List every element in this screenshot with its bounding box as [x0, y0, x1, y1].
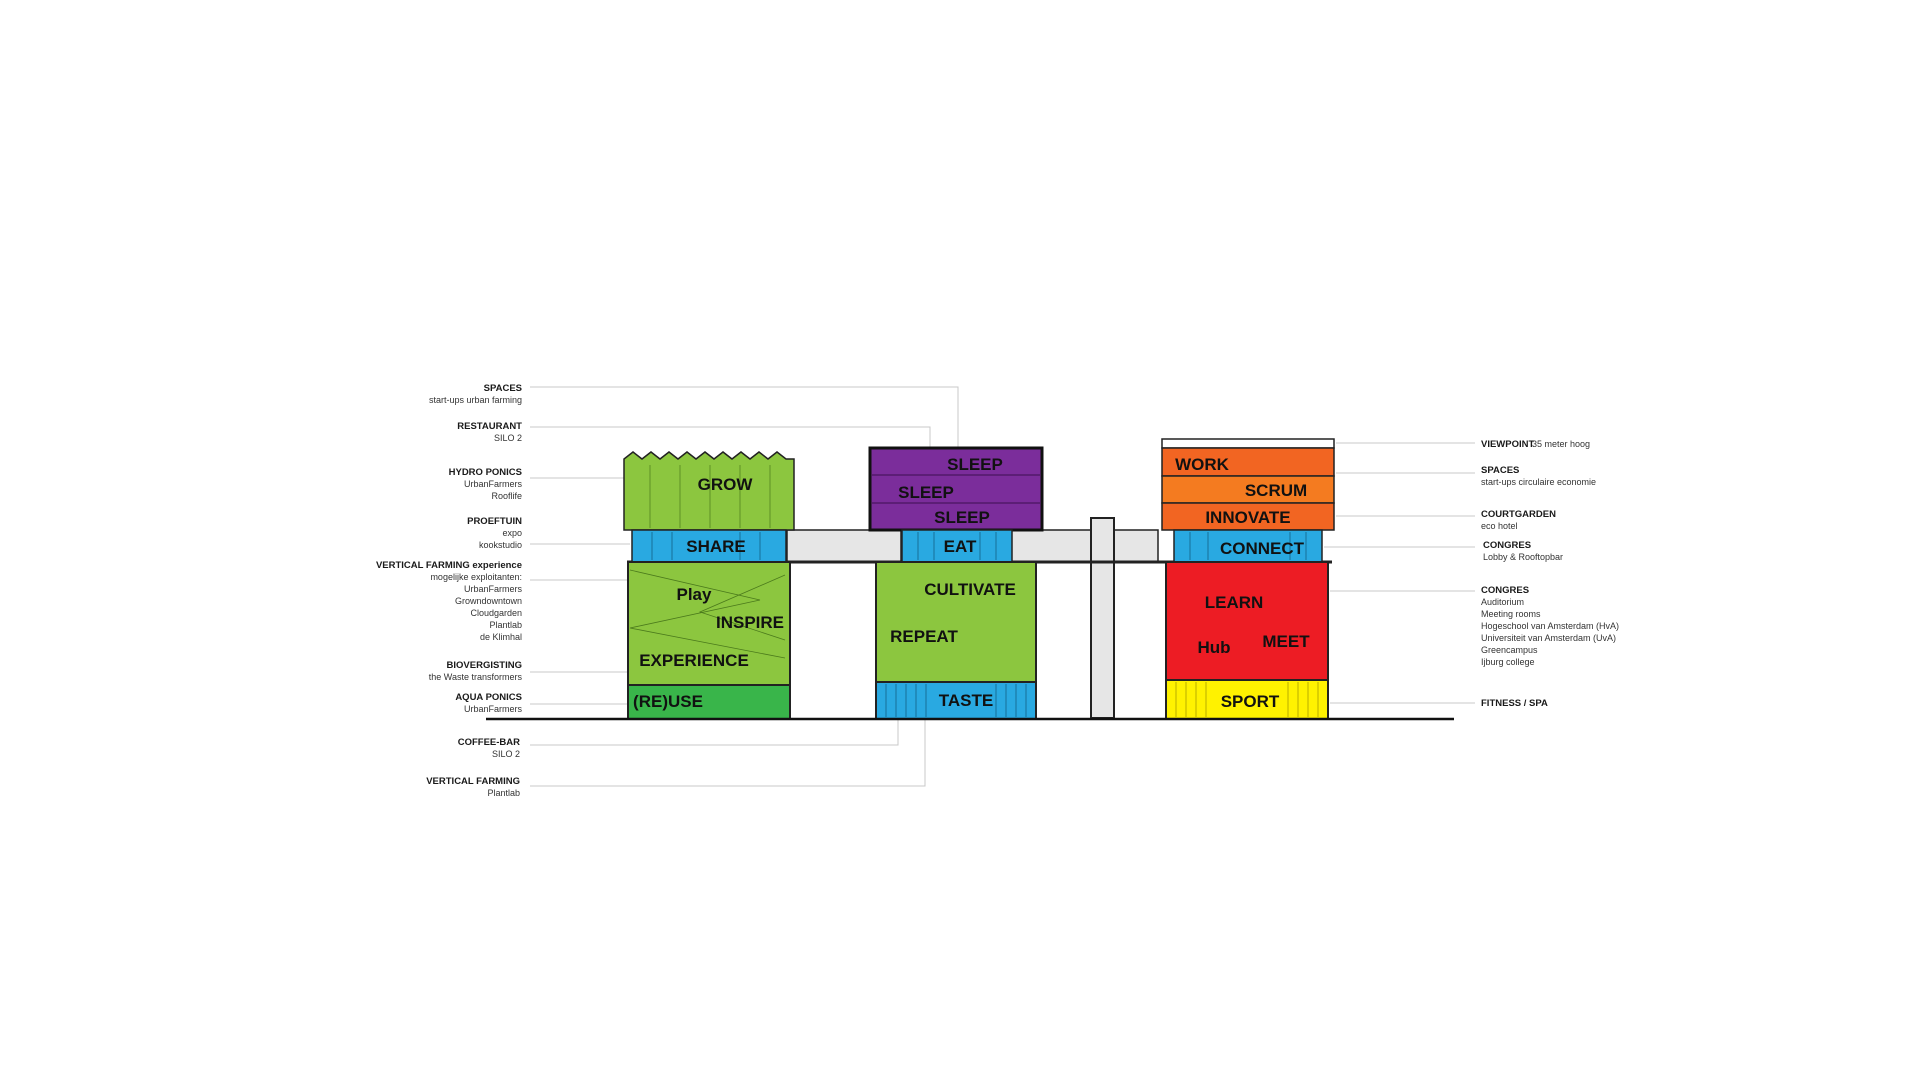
cultivate-text: CULTIVATE — [924, 580, 1016, 599]
right-annotations: VIEWPOINT 35 meter hoog SPACES start-ups… — [1481, 439, 1619, 709]
eat-text: EAT — [944, 537, 977, 556]
label-proeftuin: PROEFTUIN expo kookstudio — [467, 516, 522, 550]
svg-text:Hogeschool van Amsterdam (HvA): Hogeschool van Amsterdam (HvA) — [1481, 621, 1619, 631]
label-courtgarden: COURTGARDEN eco hotel — [1481, 509, 1556, 531]
svg-text:Cloudgarden: Cloudgarden — [470, 608, 522, 618]
svg-text:start-ups urban farming: start-ups urban farming — [429, 395, 522, 405]
svg-text:VERTICAL FARMING experience: VERTICAL FARMING experience — [376, 560, 522, 571]
svg-text:Auditorium: Auditorium — [1481, 597, 1524, 607]
sleep-text-2: SLEEP — [898, 483, 954, 502]
scrum-block — [1161, 475, 1335, 504]
svg-text:the Waste transformers: the Waste transformers — [429, 672, 523, 682]
svg-text:COFFEE-BAR: COFFEE-BAR — [458, 737, 520, 748]
tower-purple — [868, 446, 1044, 720]
svg-text:CONGRES: CONGRES — [1481, 585, 1529, 596]
svg-text:UrbanFarmers: UrbanFarmers — [464, 704, 523, 714]
learn-block — [1165, 561, 1329, 681]
taste-block — [875, 681, 1037, 720]
scrum-text: SCRUM — [1245, 481, 1307, 500]
tower-green — [623, 451, 795, 720]
share-text: SHARE — [686, 537, 746, 556]
svg-text:SPACES: SPACES — [1481, 465, 1519, 476]
experience-text: EXPERIENCE — [639, 651, 749, 670]
inspire-text: INSPIRE — [716, 613, 784, 632]
taste-text: TASTE — [939, 691, 993, 710]
work-text: WORK — [1175, 455, 1230, 474]
grow-block — [623, 451, 795, 531]
svg-text:Plantlab: Plantlab — [489, 620, 522, 630]
label-spaces-right: SPACES start-ups circulaire economie — [1481, 465, 1596, 487]
svg-text:de Klimhal: de Klimhal — [480, 632, 522, 642]
svg-text:UrbanFarmers: UrbanFarmers — [464, 479, 523, 489]
block-labels: GROW SHARE Play INSPIRE EXPERIENCE (RE)U… — [633, 455, 1310, 711]
svg-text:FITNESS / SPA: FITNESS / SPA — [1481, 698, 1548, 709]
reuse-block — [627, 684, 791, 720]
svg-text:VIEWPOINT: VIEWPOINT — [1481, 439, 1535, 450]
svg-text:mogelijke exploitanten:: mogelijke exploitanten: — [430, 572, 522, 582]
work-block — [1161, 447, 1335, 477]
label-congres-lobby: CONGRES Lobby & Rooftopbar — [1483, 540, 1563, 562]
svg-text:expo: expo — [502, 528, 522, 538]
viewpoint-roof — [1161, 438, 1335, 449]
label-viewpoint: VIEWPOINT 35 meter hoog — [1481, 439, 1590, 450]
play-text: Play — [677, 585, 713, 604]
label-aqua-ponics: AQUA PONICS UrbanFarmers — [455, 692, 522, 714]
svg-text:SPACES: SPACES — [484, 383, 522, 394]
svg-text:SILO 2: SILO 2 — [494, 433, 522, 443]
innovate-text: INNOVATE — [1205, 508, 1290, 527]
svg-text:RESTAURANT: RESTAURANT — [457, 421, 522, 432]
cultivate-block — [875, 561, 1037, 683]
sport-text: SPORT — [1221, 692, 1280, 711]
bridges — [627, 517, 1332, 719]
connect-text: CONNECT — [1220, 539, 1305, 558]
svg-text:Meeting rooms: Meeting rooms — [1481, 609, 1541, 619]
sleep-text-1: SLEEP — [947, 455, 1003, 474]
label-vertical-farming-experience: VERTICAL FARMING experience mogelijke ex… — [376, 560, 523, 642]
label-vertical-farming: VERTICAL FARMING Plantlab — [426, 776, 520, 798]
svg-text:35 meter hoog: 35 meter hoog — [1532, 439, 1590, 449]
svg-text:Growndowntown: Growndowntown — [455, 596, 522, 606]
label-biovergisting: BIOVERGISTING the Waste transformers — [429, 660, 523, 682]
sleep-text-3: SLEEP — [934, 508, 990, 527]
label-coffee-bar: COFFEE-BAR SILO 2 — [458, 737, 520, 759]
reuse-text: (RE)USE — [633, 692, 703, 711]
svg-text:CONGRES: CONGRES — [1483, 540, 1531, 551]
vertical-farming-block — [627, 561, 791, 686]
svg-text:Greencampus: Greencampus — [1481, 645, 1538, 655]
svg-text:kookstudio: kookstudio — [479, 540, 522, 550]
svg-text:UrbanFarmers: UrbanFarmers — [464, 584, 523, 594]
svg-text:Rooflife: Rooflife — [491, 491, 522, 501]
grow-text: GROW — [698, 475, 754, 494]
svg-text:HYDRO PONICS: HYDRO PONICS — [449, 467, 522, 478]
svg-text:SILO 2: SILO 2 — [492, 749, 520, 759]
meet-text: MEET — [1262, 632, 1310, 651]
label-restaurant: RESTAURANT SILO 2 — [457, 421, 522, 443]
svg-text:Ijburg college: Ijburg college — [1481, 657, 1535, 667]
repeat-text: REPEAT — [890, 627, 958, 646]
label-hydro-ponics: HYDRO PONICS UrbanFarmers Rooflife — [449, 467, 523, 501]
svg-text:COURTGARDEN: COURTGARDEN — [1481, 509, 1556, 520]
svg-text:eco hotel: eco hotel — [1481, 521, 1518, 531]
svg-text:Plantlab: Plantlab — [487, 788, 520, 798]
tower-red — [1161, 438, 1335, 720]
svg-text:Lobby & Rooftopbar: Lobby & Rooftopbar — [1483, 552, 1563, 562]
svg-text:AQUA PONICS: AQUA PONICS — [455, 692, 522, 703]
sleep-block — [868, 446, 1044, 532]
svg-text:PROEFTUIN: PROEFTUIN — [467, 516, 522, 527]
leader-lines — [530, 386, 1475, 787]
svg-text:start-ups circulaire economie: start-ups circulaire economie — [1481, 477, 1596, 487]
label-congres-auditorium: CONGRES Auditorium Meeting rooms Hogesch… — [1481, 585, 1619, 667]
svg-text:BIOVERGISTING: BIOVERGISTING — [447, 660, 522, 671]
connect-block — [1173, 529, 1323, 563]
label-spaces-left: SPACES start-ups urban farming — [429, 383, 522, 405]
learn-text: LEARN — [1205, 593, 1264, 612]
svg-text:Universiteit van Amsterdam (Uv: Universiteit van Amsterdam (UvA) — [1481, 633, 1616, 643]
eat-block — [901, 529, 1013, 563]
hub-text: Hub — [1197, 638, 1230, 657]
svg-text:VERTICAL FARMING: VERTICAL FARMING — [426, 776, 520, 787]
left-annotations: SPACES start-ups urban farming RESTAURAN… — [376, 383, 523, 798]
innovate-block — [1161, 502, 1335, 531]
label-fitness-spa: FITNESS / SPA — [1481, 698, 1548, 709]
